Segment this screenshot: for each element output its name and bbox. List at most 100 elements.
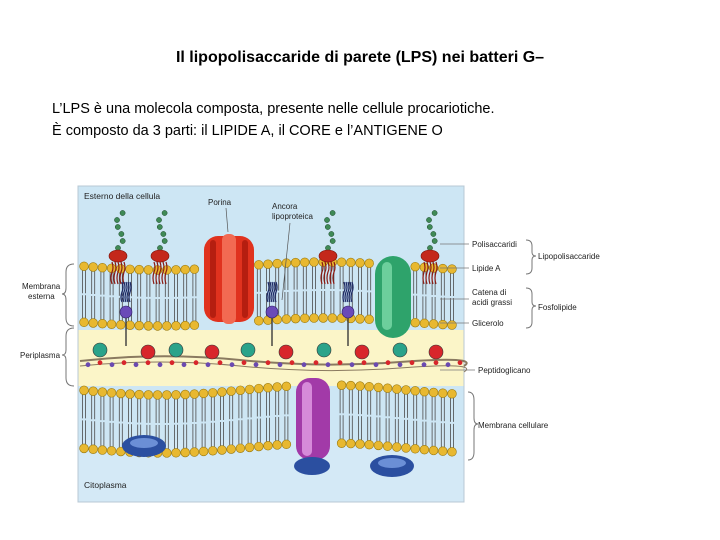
anchor-head — [265, 305, 279, 319]
label-cell-membrane: Membrana cellulare — [478, 421, 549, 430]
lipid-head — [254, 383, 264, 394]
anchor-tail — [122, 281, 126, 303]
lipid-head — [336, 257, 347, 267]
anchor-tail — [342, 281, 346, 303]
lipid-head — [290, 313, 301, 324]
lipid-a-tail — [332, 261, 336, 285]
lipid-head — [180, 389, 190, 400]
lipid-head — [116, 320, 126, 330]
label-lipopolysaccharide: Lipopolisaccaride — [538, 252, 600, 261]
lipid-head — [364, 314, 374, 325]
lipid-head — [79, 261, 89, 272]
lipid-head — [254, 260, 264, 270]
lipid-head — [162, 321, 172, 331]
label-exterior: Esterno della cellula — [84, 191, 160, 201]
sugar-unit — [156, 224, 163, 230]
lipid-head — [438, 388, 448, 398]
sugar-unit — [119, 238, 126, 244]
lipid-head — [125, 389, 135, 399]
sugar-unit — [114, 217, 120, 223]
label-fatty-acid-1: Catena di — [472, 288, 506, 297]
lps-molecules — [108, 210, 440, 285]
lipid-head — [162, 448, 172, 458]
sugar-unit — [431, 210, 438, 216]
lipoprotein-anchors — [119, 281, 355, 346]
peptidoglycan-bead — [278, 344, 294, 360]
peptidoglycan-link — [85, 362, 91, 368]
sugar-unit — [161, 238, 168, 244]
lipid-head — [180, 320, 190, 331]
peptidoglycan-link — [385, 360, 391, 366]
sugar-unit — [328, 231, 335, 237]
sugar-unit — [160, 231, 167, 237]
lipid-a-head — [108, 249, 128, 263]
anchor-tail — [348, 281, 352, 303]
peptidoglycan-link — [253, 362, 259, 368]
peptidoglycan-bead — [168, 342, 184, 358]
anchor-tail — [126, 281, 130, 303]
sugar-unit — [329, 210, 336, 216]
peptidoglycan-link — [409, 360, 415, 366]
lipid-head — [428, 319, 439, 329]
lipid-a-tail — [113, 261, 117, 285]
lipid-head — [272, 440, 282, 450]
lipid-head — [88, 262, 98, 272]
peptidoglycan-bead — [428, 344, 444, 360]
peptidoglycan-link — [457, 360, 463, 366]
lipid-head — [208, 446, 218, 456]
lipid-head — [235, 385, 246, 395]
peptidoglycan-beads — [85, 342, 463, 368]
lipid-head — [272, 258, 282, 269]
lipid-head — [281, 439, 292, 450]
lipid-a-head — [318, 249, 338, 263]
lipid-head — [79, 443, 89, 454]
lipid-head — [447, 447, 457, 457]
lipid-head — [106, 388, 117, 398]
lipid-head — [410, 317, 420, 328]
lipid-head — [106, 446, 117, 456]
sugar-unit — [426, 217, 432, 223]
lipid-head — [88, 318, 98, 328]
lipid-head — [263, 383, 273, 393]
lipid-head — [382, 441, 393, 451]
peptidoglycan-link — [349, 362, 355, 368]
lipid-a-tail — [422, 261, 426, 285]
lipid-head — [355, 381, 365, 391]
lipid-a-tail — [158, 261, 162, 285]
lipid-head — [355, 258, 365, 268]
peptidoglycan-link — [157, 362, 163, 368]
lipid-head — [180, 264, 190, 275]
lipid-head — [134, 389, 144, 400]
lipid-head — [134, 264, 144, 275]
lipid-head — [116, 388, 126, 399]
lipid-head — [152, 390, 163, 400]
peptidoglycan-link — [337, 360, 343, 366]
peptidoglycan-bead — [392, 342, 408, 358]
lipid-a-tail — [431, 261, 435, 285]
lipid-head — [419, 386, 430, 397]
sugar-unit — [329, 238, 336, 244]
lipid-head — [254, 316, 264, 326]
label-outer-membrane-1: Membrana — [22, 282, 61, 291]
label-glycerol: Glicerolo — [472, 319, 504, 328]
lipid-head — [171, 448, 181, 458]
lipid-head — [97, 445, 108, 455]
lipid-head — [143, 321, 154, 331]
lipid-head — [106, 319, 117, 329]
peptidoglycan-link — [169, 360, 175, 366]
peptidoglycan-bead — [92, 342, 108, 358]
label-phospholipid: Fosfolipide — [538, 303, 577, 312]
anchor-tail — [270, 281, 274, 303]
anchor-tail — [350, 281, 354, 303]
lipid-head — [97, 387, 108, 397]
lipid-a-tail — [161, 261, 165, 285]
peptidoglycan-link — [133, 362, 139, 368]
anchor-head — [341, 305, 355, 319]
lipid-a-tail — [110, 261, 114, 285]
lipid-head — [382, 383, 393, 393]
o-antigen-chain — [156, 210, 168, 251]
lipid-a-tail — [326, 261, 330, 285]
peptidoglycan-link — [265, 360, 271, 366]
lipid-head — [272, 382, 282, 392]
peptidoglycan-link — [277, 362, 283, 368]
